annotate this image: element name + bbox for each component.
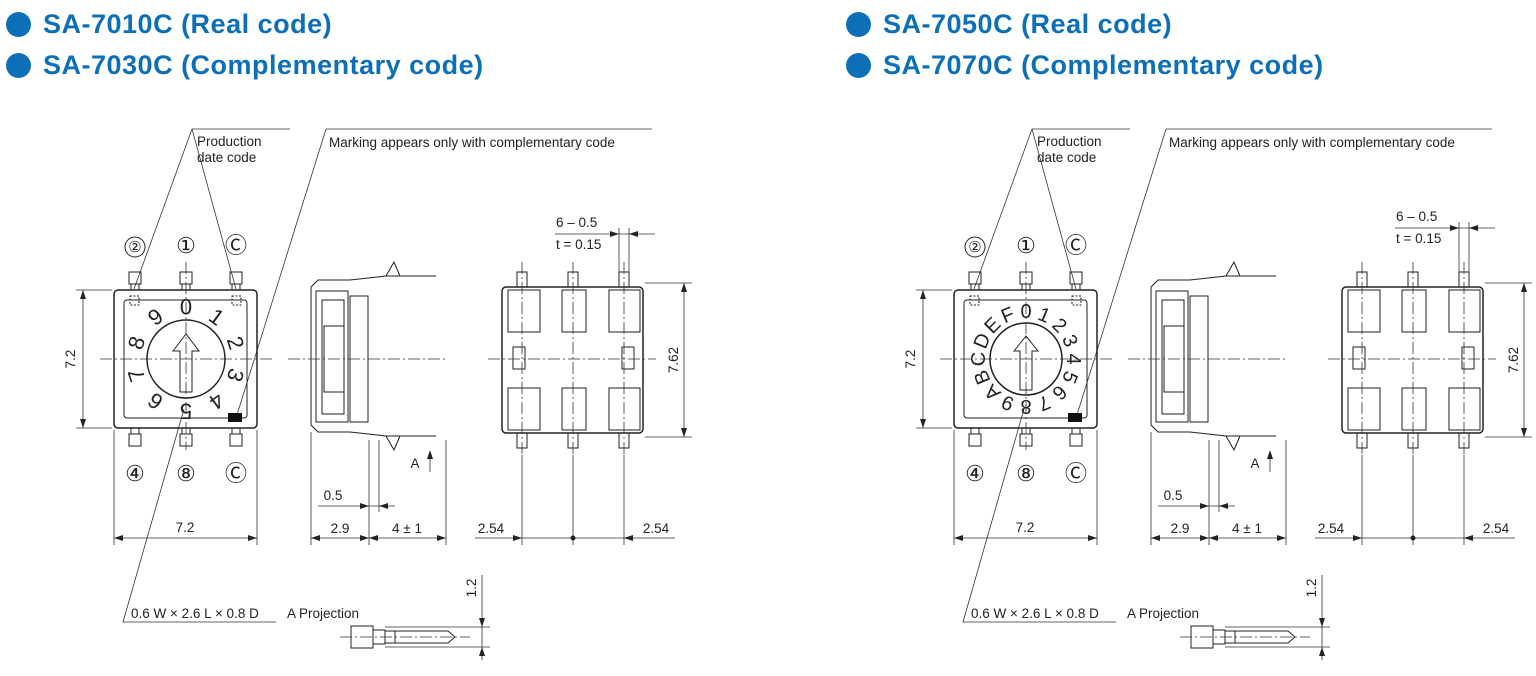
dim-height: 7.2 xyxy=(63,350,78,369)
terminal-spec: 0.6 W × 2.6 L × 0.8 D xyxy=(131,606,259,621)
marking-leader xyxy=(235,128,652,419)
drawing-right: Production date code Marking appears onl… xyxy=(903,128,1532,660)
production-label: Production xyxy=(1037,134,1102,149)
pin-label: Ⓒ xyxy=(225,461,247,486)
heading-bullet xyxy=(6,53,31,78)
production-leader xyxy=(191,128,237,290)
terminal-callout: 0.6 W × 2.6 L × 0.8 D A Projection 1.2 xyxy=(962,408,1330,660)
dim-half: 0.5 xyxy=(1164,488,1183,503)
dial-digit: 3 xyxy=(1057,332,1082,351)
dim-back-height: 7.62 xyxy=(1506,347,1521,373)
dim-pitch-right: 2.54 xyxy=(643,521,670,536)
heading-bullet xyxy=(846,53,871,78)
dim-proj: 1.2 xyxy=(464,579,479,598)
marking-label: Marking appears only with complementary … xyxy=(1169,135,1455,150)
back-view: 7.62 6 – 0.5 t = 0.15 2.54 2.54 xyxy=(1315,209,1532,545)
dim-width: 7.2 xyxy=(1016,520,1035,535)
rotary-dial xyxy=(989,322,1063,396)
projection-label: A Projection xyxy=(287,606,359,621)
dial-digit: 1 xyxy=(1035,303,1054,328)
terminal-callout: 0.6 W × 2.6 L × 0.8 D A Projection 1.2 xyxy=(122,408,490,660)
marking xyxy=(228,413,242,422)
date-code-label: date code xyxy=(197,150,256,165)
pin-label: Ⓒ xyxy=(1065,233,1087,258)
dim-pitch-left: 2.54 xyxy=(1318,521,1345,536)
production-label: Production xyxy=(197,134,262,149)
side-view: 2.9 4 ± 1 0.5 A xyxy=(1128,260,1288,545)
pin-label: ① xyxy=(176,233,196,258)
dim-width: 7.2 xyxy=(176,520,195,535)
back-view: 7.62 6 – 0.5 t = 0.15 2.54 2.54 xyxy=(475,215,692,545)
dial-digit: C xyxy=(968,352,990,366)
dial-digit: 4 xyxy=(1062,353,1084,364)
dim-proj: 1.2 xyxy=(1304,579,1319,598)
pin-circle xyxy=(124,236,146,258)
dial-digit: F xyxy=(998,303,1018,328)
heading-bullet xyxy=(6,12,31,37)
dial-digit: 3 xyxy=(222,365,250,384)
rotary-dial xyxy=(146,319,226,399)
heading-text: SA-7050C (Real code) xyxy=(883,9,1173,39)
dial-digit: 8 xyxy=(123,333,151,352)
pin-label: ② xyxy=(968,239,981,256)
dim-term-thk: t = 0.15 xyxy=(556,237,601,252)
heading-sa7030c: SA-7030C (Complementary code) xyxy=(6,45,484,86)
dim-half: 0.5 xyxy=(324,488,343,503)
dial-digit: 7 xyxy=(1035,390,1054,415)
pin-label: ⑧ xyxy=(176,461,196,486)
heading-sa7010c: SA-7010C (Real code) xyxy=(6,4,484,45)
dial-digit: 5 xyxy=(1057,368,1082,387)
front-view: Production date code Marking appears onl… xyxy=(903,128,1492,545)
terminal-spec: 0.6 W × 2.6 L × 0.8 D xyxy=(971,606,1099,621)
dim-term-count: 6 – 0.5 xyxy=(556,215,597,230)
dim-back-height: 7.62 xyxy=(666,347,681,373)
heading-text: SA-7030C (Complementary code) xyxy=(43,50,484,80)
marking xyxy=(1068,413,1082,422)
dial-arrow xyxy=(1012,335,1040,391)
pin-label: ④ xyxy=(125,461,145,486)
dial-digit: 2 xyxy=(222,333,250,352)
marking-label: Marking appears only with complementary … xyxy=(329,135,615,150)
dim-lead: 4 ± 1 xyxy=(1232,521,1262,536)
dim-lead: 4 ± 1 xyxy=(392,521,422,536)
heading-bullet xyxy=(846,12,871,37)
panel-right-headings: SA-7050C (Real code) SA-7070C (Complemen… xyxy=(846,4,1324,86)
dial-digit: 0 xyxy=(1020,301,1031,323)
panel-left-headings: SA-7010C (Real code) SA-7030C (Complemen… xyxy=(6,4,484,86)
side-view: 2.9 4 ± 1 0.5 A xyxy=(288,260,448,545)
pin-label: Ⓒ xyxy=(1065,461,1087,486)
dim-side-depth: 2.9 xyxy=(1171,521,1190,536)
dim-pitch-right: 2.54 xyxy=(1483,521,1510,536)
dim-pitch-left: 2.54 xyxy=(478,521,505,536)
dial-digit: 0 xyxy=(180,295,192,320)
dial-arrow xyxy=(171,333,201,393)
front-view: Production date code Marking appears onl… xyxy=(63,128,652,545)
drawing-left: Production date code Marking appears onl… xyxy=(63,128,692,660)
pin-label: ① xyxy=(1016,233,1036,258)
pin-label: ② xyxy=(128,239,141,256)
dial-digit: 7 xyxy=(123,365,151,384)
dim-height: 7.2 xyxy=(903,350,918,369)
projection-label: A Projection xyxy=(1127,606,1199,621)
dim-side-depth: 2.9 xyxy=(331,521,350,536)
pin-label: ④ xyxy=(965,461,985,486)
heading-sa7050c: SA-7050C (Real code) xyxy=(846,4,1324,45)
dim-term-count: 6 – 0.5 xyxy=(1396,209,1437,224)
arrow-a-label: A xyxy=(410,456,419,471)
pin-label: Ⓒ xyxy=(225,233,247,258)
dial-digit: 8 xyxy=(1020,395,1031,417)
date-code-label: date code xyxy=(1037,150,1096,165)
heading-text: SA-7010C (Real code) xyxy=(43,9,333,39)
arrow-a-label: A xyxy=(1250,456,1259,471)
dim-term-thk: t = 0.15 xyxy=(1396,231,1441,246)
heading-sa7070c: SA-7070C (Complementary code) xyxy=(846,45,1324,86)
heading-text: SA-7070C (Complementary code) xyxy=(883,50,1324,80)
pin-label: ⑧ xyxy=(1016,461,1036,486)
dial-digit: 5 xyxy=(180,399,192,424)
